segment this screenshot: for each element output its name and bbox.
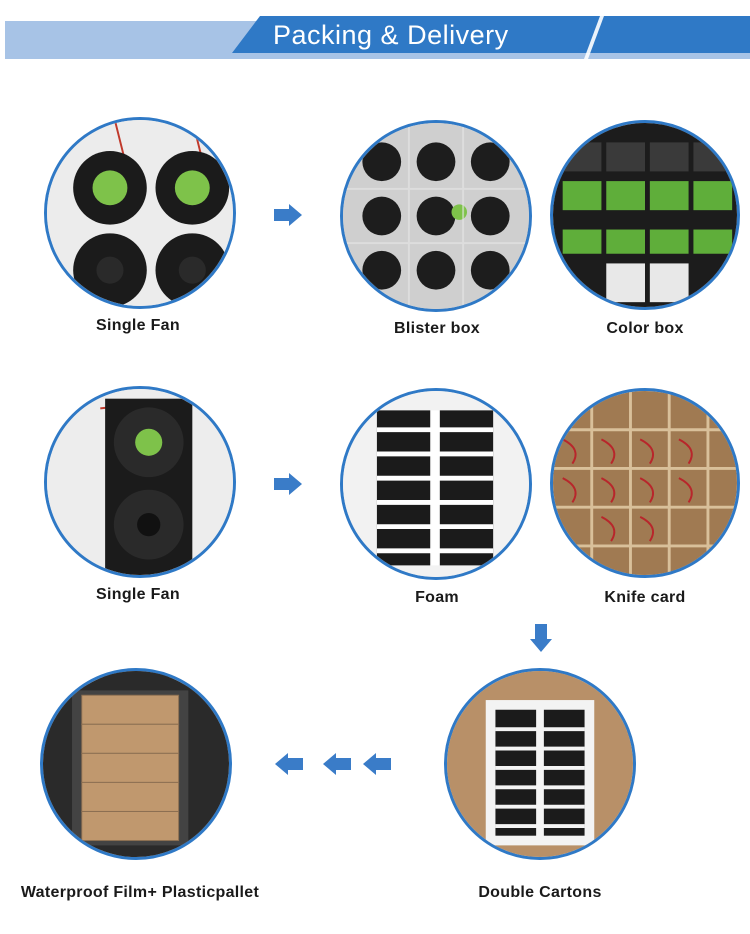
caption-color-box: Color box bbox=[606, 320, 684, 337]
arrow-left-icon bbox=[363, 753, 391, 775]
caption-knife-card: Knife card bbox=[604, 589, 686, 606]
single-fan-photo bbox=[44, 117, 236, 309]
caption-single-fan-1: Single Fan bbox=[96, 317, 180, 334]
caption-foam: Foam bbox=[415, 589, 459, 606]
banner-dark-band bbox=[232, 16, 750, 53]
foam-photo bbox=[340, 388, 532, 580]
arrow-left-icon bbox=[275, 753, 303, 775]
arrow-right-icon bbox=[274, 473, 302, 495]
arrow-down-icon bbox=[530, 624, 552, 652]
arrow-left-icon bbox=[323, 753, 351, 775]
double-cartons-photo bbox=[444, 668, 636, 860]
single-fan-large-photo bbox=[44, 386, 236, 578]
arrow-right-icon bbox=[274, 204, 302, 226]
color-box-photo bbox=[550, 120, 740, 310]
pallet-photo bbox=[40, 668, 232, 860]
caption-single-fan-2: Single Fan bbox=[96, 586, 180, 603]
page-title: Packing & Delivery bbox=[273, 20, 509, 50]
caption-double-cartons: Double Cartons bbox=[478, 884, 602, 901]
knife-card-photo bbox=[550, 388, 740, 578]
caption-waterproof-film: Waterproof Film+ Plasticpallet bbox=[20, 884, 260, 901]
blister-box-photo bbox=[340, 120, 532, 312]
caption-blister-box: Blister box bbox=[394, 320, 480, 337]
